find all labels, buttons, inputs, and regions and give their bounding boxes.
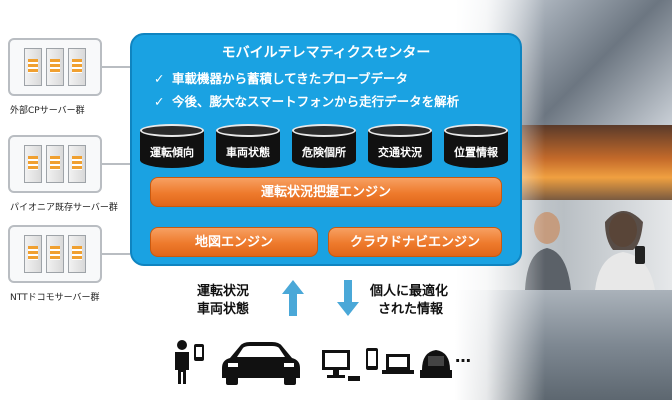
server-group-external-cp: [8, 38, 102, 96]
bullet-text: 今後、膨大なスマートフォンから走行データを解析: [172, 94, 460, 109]
upload-caption-line2: 車両状態: [197, 302, 250, 317]
server-icon: [46, 48, 64, 86]
person-with-phone-icon: [175, 340, 204, 384]
driving-status-engine: 運転状況把握エンジン: [150, 177, 502, 207]
download-caption-line2: された情報: [378, 302, 444, 317]
database-icon: [292, 124, 356, 137]
server-icon: [68, 48, 86, 86]
telematics-center-panel: モバイルテレマティクスセンター ✓ 車載機器から蓄積してきたプローブデータ ✓ 今後…: [130, 33, 522, 266]
server-label-pioneer: パイオニア既存サーバー群: [10, 203, 118, 213]
database-label: 運転傾向: [150, 146, 194, 159]
devices-illustration: [175, 340, 452, 385]
center-title: モバイルテレマティクスセンター: [221, 45, 431, 61]
server-group-ntt-docomo: [8, 225, 102, 283]
bullet-smartphone-data: ✓ 今後、膨大なスマートフォンから走行データを解析: [154, 91, 459, 110]
database-vehicle-status: 車両状態: [216, 124, 280, 171]
laptop-icon: [382, 354, 414, 374]
database-label: 交通状況: [378, 146, 422, 159]
server-icon: [24, 145, 42, 183]
server-icon: [24, 48, 42, 86]
check-icon: ✓: [154, 94, 165, 109]
database-icon: [368, 124, 432, 137]
map-engine: 地図エンジン: [150, 227, 318, 257]
server-icon: [24, 235, 42, 273]
server-icon: [68, 145, 86, 183]
database-icon: [140, 124, 204, 137]
car-navigation-icon: [420, 350, 452, 378]
bullet-text: 車載機器から蓄積してきたプローブデータ: [172, 71, 409, 86]
more-devices-ellipsis: …: [455, 347, 471, 366]
database-icon: [444, 124, 508, 137]
cloud-navi-engine: クラウドナビエンジン: [328, 227, 502, 257]
database-icon: [216, 124, 280, 137]
database-danger-spots: 危険個所: [292, 124, 356, 171]
server-icon: [46, 235, 64, 273]
server-icon: [68, 235, 86, 273]
server-group-pioneer: [8, 135, 102, 193]
database-label: 危険個所: [302, 146, 346, 159]
check-icon: ✓: [154, 71, 165, 86]
tablet-icon: [366, 348, 378, 370]
database-label: 位置情報: [454, 146, 498, 159]
database-driving-tendency: 運転傾向: [140, 124, 204, 171]
database-label: 車両状態: [226, 146, 270, 159]
bullet-probe-data: ✓ 車載機器から蓄積してきたプローブデータ: [154, 68, 408, 87]
database-traffic-status: 交通状況: [368, 124, 432, 171]
download-caption-line1: 個人に最適化: [370, 284, 449, 299]
server-icon: [46, 145, 64, 183]
monitor-icon: [322, 350, 360, 381]
server-label-ntt-docomo: NTTドコモサーバー群: [10, 293, 100, 303]
arrow-down-icon: [337, 280, 359, 316]
server-label-external-cp: 外部CPサーバー群: [10, 106, 85, 116]
upload-caption-line1: 運転状況: [197, 284, 250, 299]
database-location-info: 位置情報: [444, 124, 508, 171]
arrow-up-icon: [282, 280, 304, 316]
car-icon: [222, 342, 300, 385]
devices-row: [170, 336, 490, 386]
